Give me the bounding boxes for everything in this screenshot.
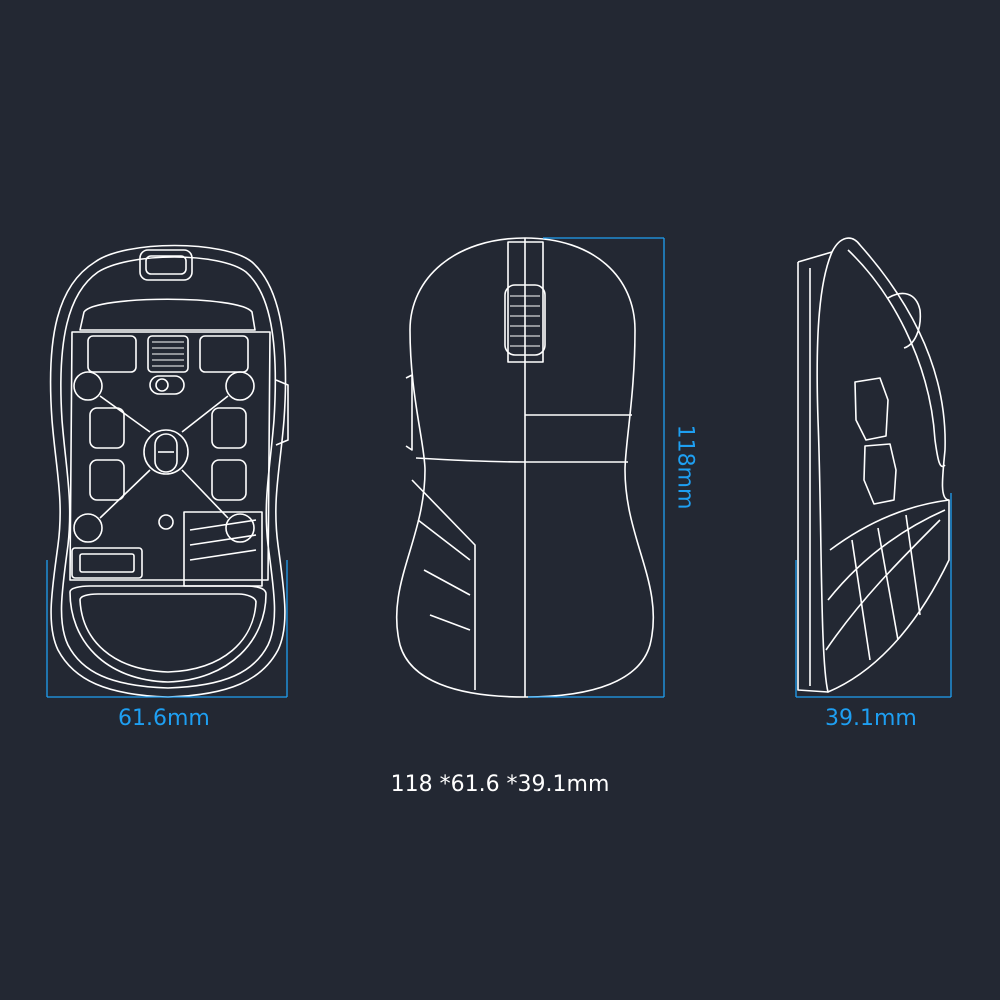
side-view-drawing	[797, 237, 950, 693]
bottom-view-drawing	[49, 244, 289, 698]
length-dimension-lines	[528, 237, 665, 698]
height-dimension-label: 39.1mm	[825, 706, 917, 731]
height-dimension-lines	[795, 493, 952, 698]
length-dimension-label: 118mm	[672, 424, 698, 510]
width-dimension-lines	[46, 560, 288, 698]
width-dimension-label: 61.6mm	[118, 706, 210, 731]
top-view-drawing	[395, 237, 655, 698]
overall-dimensions-text: 118 *61.6 *39.1mm	[390, 772, 610, 797]
